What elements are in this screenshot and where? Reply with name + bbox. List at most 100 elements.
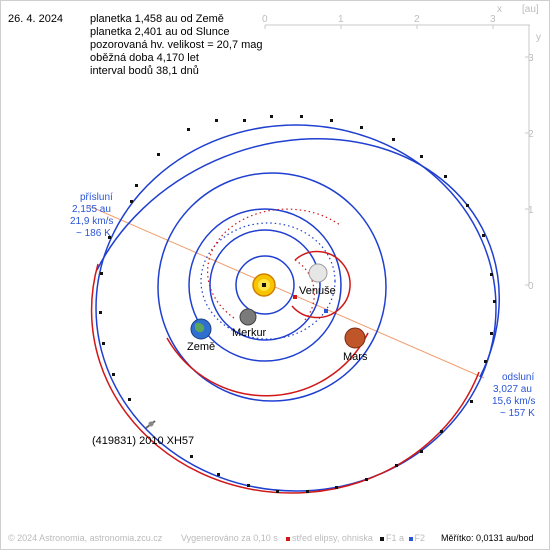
orbit-marker xyxy=(99,311,102,314)
orbit-marker xyxy=(365,478,368,481)
aphelion-block: odsluní 3,027 au 15,6 km/s ~ 157 K xyxy=(492,372,535,419)
info-block: planetka 1,458 au od Země planetka 2,401… xyxy=(90,13,263,78)
orbit-marker xyxy=(392,138,395,141)
footer-center-legend: střed elipsy, ohniska xyxy=(284,533,373,543)
mercury-planet xyxy=(239,308,257,326)
orbit-marker xyxy=(493,300,496,303)
orbit-marker xyxy=(420,450,423,453)
perihelion-block: přísluní 2,155 au 21,9 km/s ~ 186 K xyxy=(70,192,113,239)
x-tick-label: 1 xyxy=(338,14,344,25)
orbit-marker xyxy=(217,473,220,476)
x-tick-label: 2 xyxy=(414,14,420,25)
orbit-marker xyxy=(102,342,105,345)
orbit-marker xyxy=(420,155,423,158)
mars-label: Mars xyxy=(343,351,368,363)
asteroid-orbit-blue xyxy=(95,124,497,492)
asteroid-label: (419831) 2010 XH57 xyxy=(92,435,194,447)
ellipse-center-marker xyxy=(293,295,297,299)
dotted-transfer-arc xyxy=(206,208,341,319)
info-distance-sun: planetka 2,401 au od Slunce xyxy=(90,26,230,38)
perihelion-speed: 21,9 km/s xyxy=(70,216,113,227)
orbit-marker xyxy=(490,273,493,276)
y-tick-label: 0 xyxy=(528,281,534,292)
y-tick-label: 1 xyxy=(528,205,534,216)
earth-orbit xyxy=(188,208,342,362)
apsidal-line xyxy=(88,205,485,379)
y-tick-label: 2 xyxy=(528,129,534,140)
axes: 0 1 2 3 x [au] y 3 2 1 0 xyxy=(262,4,541,292)
venus-label: Venuše xyxy=(299,285,336,297)
perihelion-time: ~ 186 K xyxy=(76,228,111,239)
y-tick-label: 3 xyxy=(528,53,534,64)
date-label: 26. 4. 2024 xyxy=(8,13,64,25)
mercury-label: Merkur xyxy=(232,327,267,339)
asteroid-body xyxy=(148,421,154,427)
info-period: oběžná doba 4,170 let xyxy=(90,52,199,64)
earth-land xyxy=(195,322,205,333)
orbit-marker xyxy=(215,119,218,122)
perihelion-title: přísluní xyxy=(80,192,113,203)
footer-focus-legend: F1 a F2 xyxy=(378,533,425,543)
orbit-marker xyxy=(157,153,160,156)
focus-f2-marker xyxy=(324,309,328,313)
orbit-marker xyxy=(466,204,469,207)
aphelion-distance: 3,027 au xyxy=(493,384,532,395)
orbit-marker xyxy=(135,184,138,187)
orbit-marker xyxy=(128,398,131,401)
info-interval: interval bodů 38,1 dnů xyxy=(90,65,199,77)
footer-copyright: © 2024 Astronomia, astronomia.zcu.cz xyxy=(8,533,163,543)
x-tick-label: 0 xyxy=(262,14,268,25)
orbit-marker xyxy=(444,175,447,178)
x-tick-label: 3 xyxy=(490,14,496,25)
center-legend-icon xyxy=(286,536,290,541)
aphelion-speed: 15,6 km/s xyxy=(492,396,535,407)
orbit-marker xyxy=(470,400,473,403)
info-magnitude: pozorovaná hv. velikost = 20,7 mag xyxy=(90,39,263,51)
aphelion-time: ~ 157 K xyxy=(500,408,535,419)
venus-planet xyxy=(308,263,328,283)
f1-legend-text: F1 a xyxy=(386,533,405,543)
earth-label: Země xyxy=(187,341,215,353)
orbit-marker xyxy=(300,115,303,118)
orbit-marker xyxy=(243,119,246,122)
orbit-marker xyxy=(484,360,487,363)
orbit-marker xyxy=(100,272,103,275)
orbit-marker xyxy=(306,490,309,493)
mars-planet xyxy=(344,327,366,349)
asteroid-orbit-upper xyxy=(96,137,500,378)
asteroid xyxy=(145,420,156,429)
orbit-marker xyxy=(330,119,333,122)
inner-red-arc xyxy=(291,250,351,319)
sun xyxy=(252,273,276,297)
f2-legend-icon xyxy=(408,536,413,541)
aphelion-title: odsluní xyxy=(502,372,534,383)
perihelion-distance: 2,155 au xyxy=(72,204,111,215)
dotted-blue-ellipse xyxy=(200,222,336,340)
orbit-marker xyxy=(490,332,493,335)
y-axis-label: y xyxy=(536,32,541,43)
orbit-marker xyxy=(190,455,193,458)
orbit-marker xyxy=(395,464,398,467)
f1-legend-icon xyxy=(380,536,384,541)
mars-red-arc xyxy=(166,332,369,397)
orbit-marker xyxy=(187,128,190,131)
orbit-marker xyxy=(360,126,363,129)
orbit-marker xyxy=(335,486,338,489)
orbit-marker xyxy=(112,373,115,376)
orbit-marker xyxy=(276,490,279,493)
asteroid-orbit-red-2 xyxy=(359,371,480,483)
orbit-marker xyxy=(130,200,133,203)
orbit-marker xyxy=(108,236,111,239)
info-distance-earth: planetka 1,458 au od Země xyxy=(90,13,224,25)
orbit-marker xyxy=(482,234,485,237)
axis-unit-label: [au] xyxy=(522,4,539,15)
mars-orbit-outer xyxy=(157,172,387,402)
footer-scale: Měřítko: 0,0131 au/bod xyxy=(441,533,534,543)
orbit-marker xyxy=(440,430,443,433)
f2-legend-text: F2 xyxy=(414,533,426,543)
orbit-marker xyxy=(247,484,250,487)
orbit-marker xyxy=(270,115,273,118)
center-legend-text: střed elipsy, ohniska xyxy=(292,533,373,543)
sun-center-marker xyxy=(262,283,266,287)
